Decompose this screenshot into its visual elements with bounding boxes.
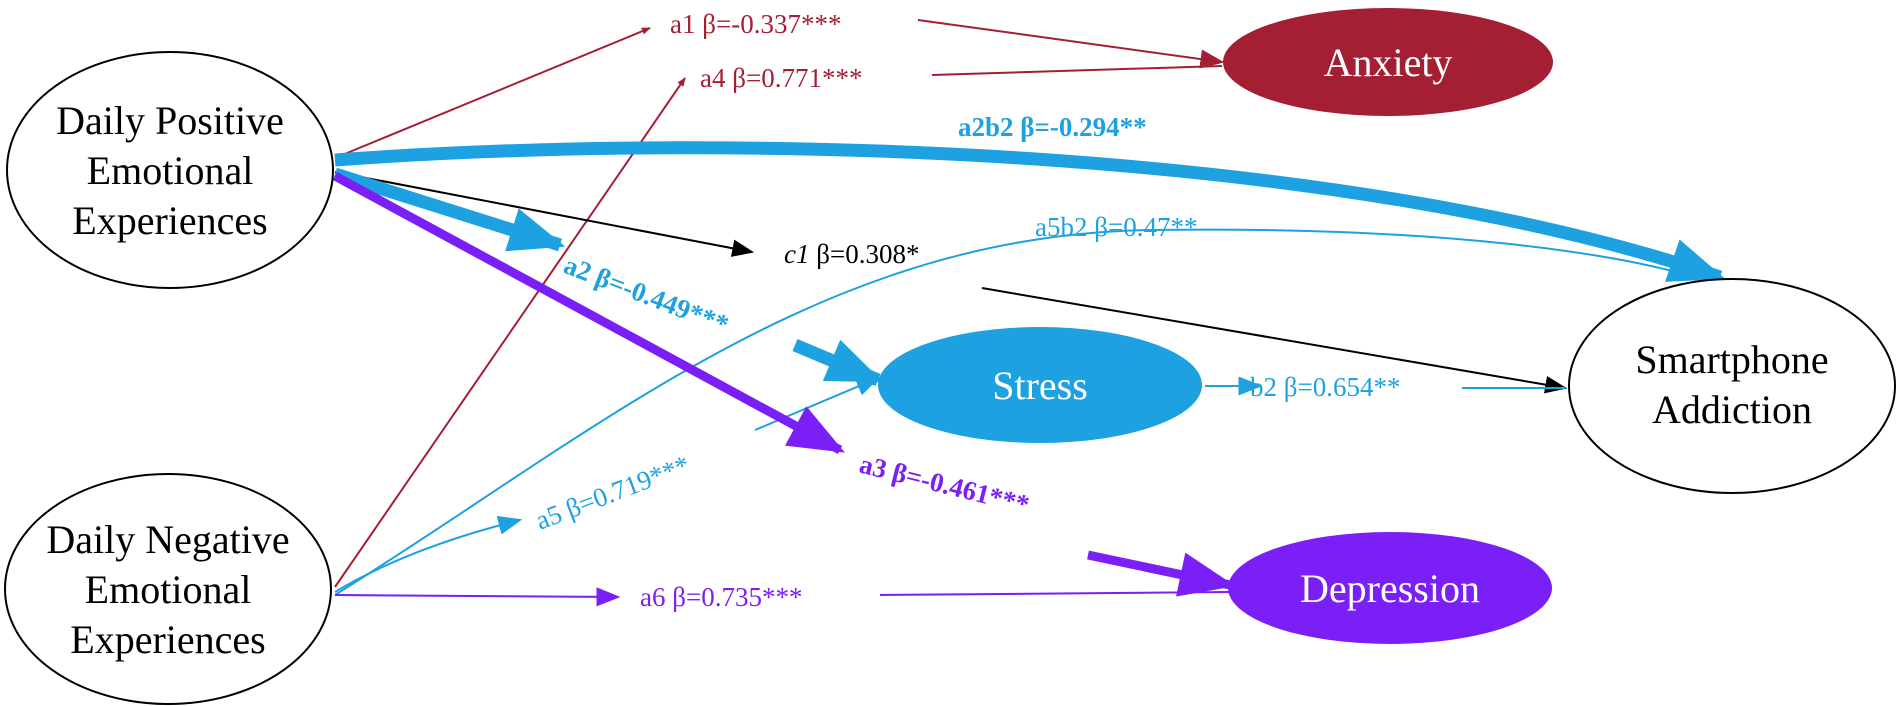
node-smartphone-addiction: Smartphone Addiction bbox=[1568, 278, 1896, 494]
node-addiction-line-1: Smartphone bbox=[1635, 337, 1828, 382]
label-a2b2: a2b2 β=-0.294** bbox=[958, 112, 1147, 142]
label-b2: b2 β=0.654** bbox=[1250, 372, 1400, 402]
edge-a5 bbox=[334, 377, 881, 593]
node-positive-line-1: Daily Positive bbox=[56, 98, 284, 143]
node-negative-line-1: Daily Negative bbox=[46, 517, 289, 562]
node-stress: Stress bbox=[878, 327, 1202, 443]
label-a2: a2 β=-0.449*** bbox=[560, 250, 733, 340]
label-a6: a6 β=0.735*** bbox=[640, 582, 802, 612]
node-depression-label: Depression bbox=[1300, 566, 1480, 611]
node-negative-line-2: Emotional bbox=[85, 567, 252, 612]
node-anxiety-label: Anxiety bbox=[1324, 40, 1453, 85]
edge-b2 bbox=[1205, 376, 1565, 396]
node-addiction-line-2: Addiction bbox=[1652, 387, 1812, 432]
edge-a6 bbox=[334, 587, 1231, 607]
label-a5b2: a5b2 β=0.47** bbox=[1035, 212, 1197, 242]
node-stress-label: Stress bbox=[992, 363, 1088, 408]
edge-a4 bbox=[334, 65, 1223, 588]
label-a4: a4 β=0.771*** bbox=[700, 63, 862, 93]
label-a5: a5 β=0.719*** bbox=[531, 449, 693, 535]
label-c1: c1 β=0.308* bbox=[784, 239, 919, 269]
label-a3: a3 β=-0.461*** bbox=[857, 449, 1033, 520]
label-c1-value: β=0.308* bbox=[809, 239, 919, 269]
node-negative-line-3: Experiences bbox=[70, 617, 265, 662]
node-positive-line-3: Experiences bbox=[72, 198, 267, 243]
node-anxiety: Anxiety bbox=[1223, 8, 1553, 116]
node-daily-negative-emotional-experiences: Daily Negative Emotional Experiences bbox=[4, 473, 332, 705]
edge-a2b2 bbox=[334, 141, 1726, 284]
label-c1-name: c1 bbox=[784, 239, 809, 269]
node-daily-positive-emotional-experiences: Daily Positive Emotional Experiences bbox=[6, 51, 334, 289]
edge-a1 bbox=[334, 19, 1225, 159]
node-positive-line-2: Emotional bbox=[87, 148, 254, 193]
edge-a5b2 bbox=[334, 228, 1691, 596]
label-a1: a1 β=-0.337*** bbox=[670, 9, 841, 39]
node-depression: Depression bbox=[1228, 532, 1552, 644]
edge-a3 bbox=[332, 172, 1236, 597]
edge-a2 bbox=[333, 167, 884, 386]
